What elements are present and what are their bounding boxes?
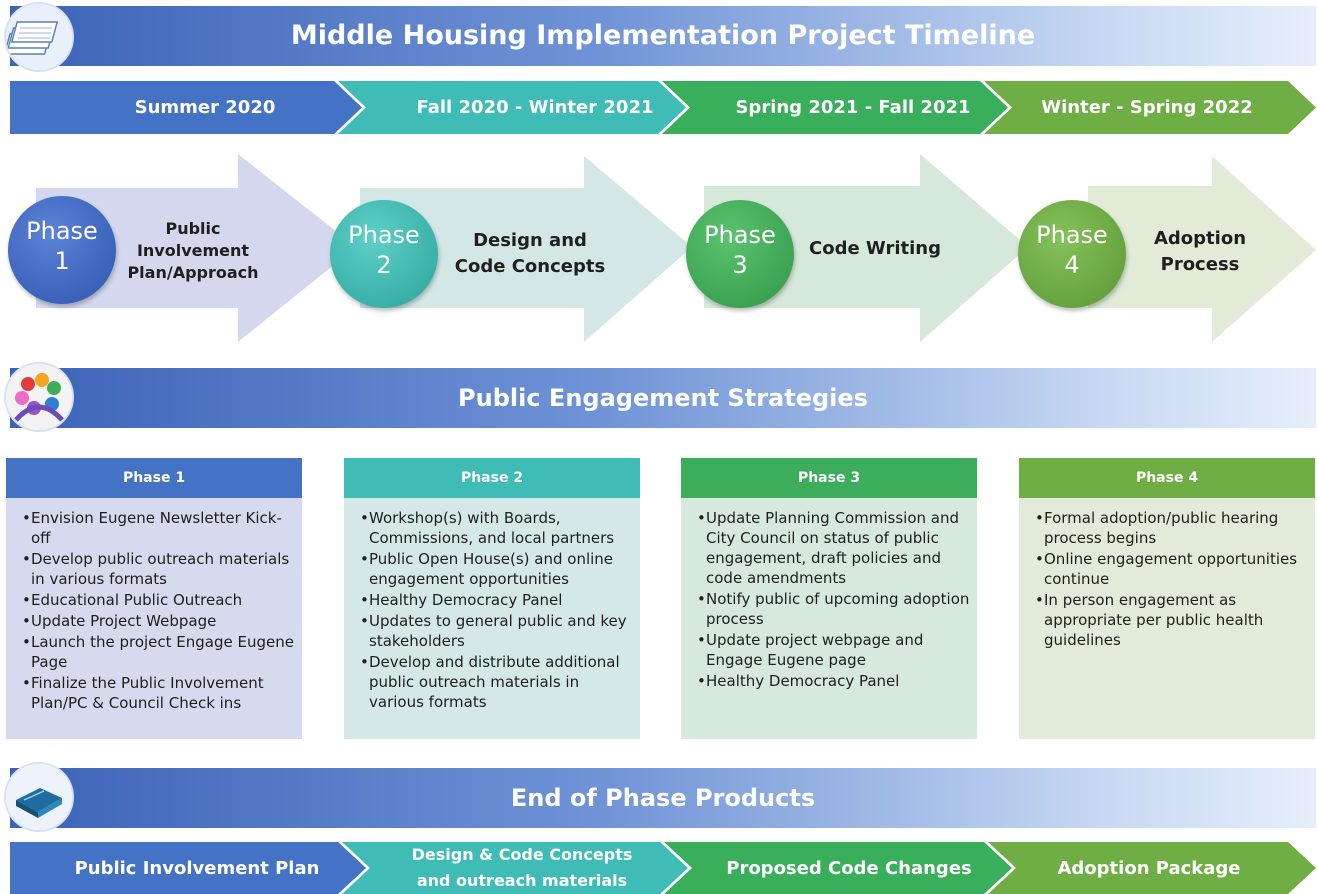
phase-1-word: Phase	[26, 217, 98, 245]
strategy-box-phase-4-title: Phase 4	[1019, 458, 1315, 498]
timeline-label-3: Spring 2021 - Fall 2021	[735, 97, 971, 118]
list-item: Healthy Democracy Panel	[697, 671, 971, 691]
timeline-row: Summer 2020 Fall 2020 - Winter 2021 Spri…	[0, 81, 1317, 134]
strategy-box-phase-4: Phase 4 Formal adoption/public hearing p…	[1019, 458, 1315, 739]
list-item: Update project webpage and Engage Eugene…	[697, 630, 971, 670]
product-chevron-1	[10, 842, 366, 894]
products-title: End of Phase Products	[510, 784, 816, 812]
phase-2-label: Design and Code Concepts	[454, 230, 606, 277]
phase-4-number: 4	[1064, 251, 1080, 279]
timeline-chevron-3	[662, 81, 1008, 134]
phase-3-label: Code Writing	[809, 238, 941, 259]
phase-3-word: Phase	[704, 221, 776, 249]
strategy-box-phase-1: Phase 1 Envision Eugene Newsletter Kick-…	[6, 458, 302, 739]
list-item: In person engagement as appropriate per …	[1035, 590, 1309, 650]
engagement-banner: Public Engagement Strategies	[10, 368, 1316, 428]
phase-2-circle: Phase 2	[330, 200, 438, 308]
strategy-box-phase-2-title: Phase 2	[344, 458, 640, 498]
phase-3-circle: Phase 3	[686, 200, 794, 308]
phase-4-circle: Phase 4	[1018, 200, 1126, 308]
timeline-chevron-1	[10, 81, 362, 134]
list-item: Update Planning Commission and City Coun…	[697, 508, 971, 588]
list-item: Healthy Democracy Panel	[360, 590, 634, 610]
phase-arrow-4	[1088, 156, 1316, 342]
list-item: Online engagement opportunities continue	[1035, 549, 1309, 589]
timeline-label-2: Fall 2020 - Winter 2021	[416, 97, 654, 118]
phase-4-word: Phase	[1036, 221, 1108, 249]
page-title: Middle Housing Implementation Project Ti…	[290, 20, 1036, 51]
list-item: Notify public of upcoming adoption proce…	[697, 589, 971, 629]
strategy-list-phase-2: Workshop(s) with Boards, Commissions, an…	[344, 498, 640, 712]
strategy-box-phase-2: Phase 2 Workshop(s) with Boards, Commiss…	[344, 458, 640, 739]
list-item: Educational Public Outreach	[22, 590, 296, 610]
list-item: Workshop(s) with Boards, Commissions, an…	[360, 508, 634, 548]
list-item: Updates to general public and key stakeh…	[360, 611, 634, 651]
phase-arrow-2	[360, 156, 692, 342]
phase-2-word: Phase	[348, 221, 420, 249]
phase-arrows	[36, 154, 1316, 342]
list-item: Update Project Webpage	[22, 611, 296, 631]
products-row: Public Involvement Plan Design & Code Co…	[0, 842, 1317, 894]
strategy-list-phase-3: Update Planning Commission and City Coun…	[681, 498, 977, 691]
products-banner: End of Phase Products	[10, 768, 1316, 828]
timeline-label-4: Winter - Spring 2022	[1041, 97, 1253, 118]
timeline-chevrons	[10, 81, 1316, 134]
product-label-1: Public Involvement Plan	[74, 857, 320, 879]
list-item: Finalize the Public Involvement Plan/PC …	[22, 673, 296, 713]
phase-1-circle: Phase 1	[8, 196, 116, 304]
header-banner: Middle Housing Implementation Project Ti…	[10, 6, 1316, 66]
book-icon	[6, 764, 72, 830]
phase-4-label: Adoption Process	[1153, 228, 1247, 275]
phase-arrow-1	[36, 154, 356, 342]
phase-2-number: 2	[376, 251, 392, 279]
strategy-box-phase-3: Phase 3 Update Planning Commission and C…	[681, 458, 977, 739]
strategy-list-phase-4: Formal adoption/public hearing process b…	[1019, 498, 1315, 650]
strategy-list-phase-1: Envision Eugene Newsletter Kick-off Deve…	[6, 498, 302, 713]
product-label-4: Adoption Package	[1057, 857, 1241, 879]
product-label-3: Proposed Code Changes	[726, 857, 972, 879]
product-label-2: Design & Code Concepts and outreach mate…	[411, 845, 633, 890]
product-chevron-4	[988, 842, 1316, 894]
people-circle-icon	[6, 364, 72, 430]
engagement-title: Public Engagement Strategies	[458, 384, 868, 412]
list-item: Develop public outreach materials in var…	[22, 549, 296, 589]
strategy-box-phase-3-title: Phase 3	[681, 458, 977, 498]
document-stack-icon	[6, 4, 72, 70]
list-item: Envision Eugene Newsletter Kick-off	[22, 508, 296, 548]
list-item: Formal adoption/public hearing process b…	[1035, 508, 1309, 548]
phase-arrow-3	[704, 154, 1028, 342]
product-chevron-3	[664, 842, 1012, 894]
phase-3-number: 3	[732, 251, 748, 279]
product-chevron-2	[342, 842, 688, 894]
product-chevrons	[10, 842, 1316, 894]
list-item: Develop and distribute additional public…	[360, 652, 634, 712]
list-item: Public Open House(s) and online engageme…	[360, 549, 634, 589]
phase-1-number: 1	[54, 247, 70, 275]
timeline-chevron-2	[338, 81, 686, 134]
strategy-box-phase-1-title: Phase 1	[6, 458, 302, 498]
phase-1-label: Public Involvement Plan/Approach	[127, 219, 259, 282]
timeline-chevron-4	[984, 81, 1316, 134]
timeline-label-1: Summer 2020	[134, 97, 276, 118]
list-item: Launch the project Engage Eugene Page	[22, 632, 296, 672]
